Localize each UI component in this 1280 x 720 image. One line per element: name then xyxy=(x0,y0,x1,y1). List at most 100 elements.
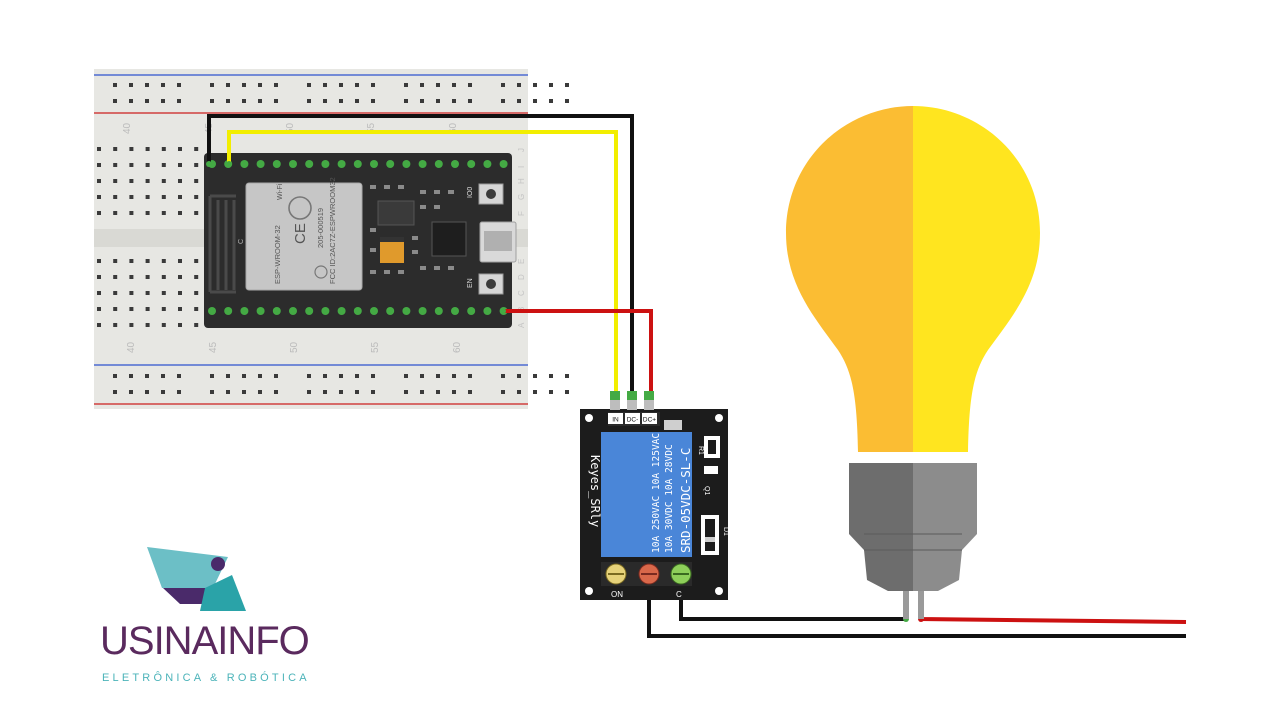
esp32-pin[interactable] xyxy=(272,307,281,315)
antenna-label: C xyxy=(238,239,245,244)
esp32-pin[interactable] xyxy=(451,160,459,168)
row-letter: E xyxy=(517,259,526,264)
relay-pin-dc-minus[interactable] xyxy=(627,391,637,400)
breadboard-hole xyxy=(161,374,165,378)
esp32-pin[interactable] xyxy=(305,307,314,315)
breadboard-hole xyxy=(194,307,199,311)
breadboard-hole xyxy=(307,390,311,394)
breadboard-hole xyxy=(145,83,149,87)
breadboard-hole xyxy=(549,374,553,378)
esp32-pin[interactable] xyxy=(224,307,233,315)
breadboard-hole xyxy=(161,259,166,263)
bulb-glass-left xyxy=(786,106,913,452)
boot-button-cap[interactable] xyxy=(486,189,496,199)
col-number: 50 xyxy=(289,341,300,353)
esp32-pin[interactable] xyxy=(402,160,411,168)
esp32-pin[interactable] xyxy=(256,307,265,315)
breadboard-hole xyxy=(161,323,166,327)
esp32-pin[interactable] xyxy=(321,160,330,168)
esp32-pin[interactable] xyxy=(353,160,362,168)
esp32-pin[interactable] xyxy=(467,307,476,315)
breadboard-hole xyxy=(145,390,149,394)
esp32-pin[interactable] xyxy=(418,160,427,168)
esp32-pin[interactable] xyxy=(451,307,459,315)
esp32-pin[interactable] xyxy=(499,160,508,168)
breadboard-hole xyxy=(452,390,456,394)
esp32-pin[interactable] xyxy=(370,307,378,315)
esp32-pin[interactable] xyxy=(321,307,330,315)
esp32-pin[interactable] xyxy=(434,307,443,315)
esp32-pin[interactable] xyxy=(434,160,443,168)
usb-uart-chip xyxy=(431,221,467,257)
esp32-pin[interactable] xyxy=(370,160,378,168)
esp32-pin[interactable] xyxy=(272,160,281,168)
breadboard-hole xyxy=(533,83,537,87)
breadboard-hole xyxy=(97,307,101,311)
breadboard-hole xyxy=(274,390,278,394)
breadboard-hole xyxy=(355,83,359,87)
wire-gnd-black xyxy=(207,114,634,394)
esp32-pin[interactable] xyxy=(305,160,314,168)
relay-pin-dc-plus[interactable] xyxy=(644,391,654,400)
breadboard-column-numbers-bottom: 40 45 50 55 60 xyxy=(126,341,463,353)
logo-dot xyxy=(211,557,225,571)
breadboard-hole xyxy=(113,323,118,327)
esp32-pin[interactable] xyxy=(467,160,476,168)
breadboard-hole xyxy=(145,374,149,378)
wire-joint xyxy=(226,161,232,167)
breadboard-hole xyxy=(113,374,117,378)
breadboard-hole xyxy=(549,83,553,87)
breadboard-hole xyxy=(161,163,166,167)
terminal-on-label: ON xyxy=(611,590,623,599)
esp32-pin[interactable] xyxy=(386,160,395,168)
breadboard-hole xyxy=(145,99,149,103)
esp32-pin[interactable] xyxy=(289,307,297,315)
esp32-pin[interactable] xyxy=(483,307,492,315)
esp32-pin[interactable] xyxy=(337,307,346,315)
esp32-pin[interactable] xyxy=(208,307,216,315)
brand-name: USINAINFO xyxy=(100,619,310,663)
breadboard-hole xyxy=(323,390,327,394)
breadboard-holes xyxy=(97,83,569,394)
breadboard-hole xyxy=(129,211,134,215)
breadboard-hole xyxy=(178,195,182,199)
breadboard-hole xyxy=(355,374,359,378)
breadboard-hole xyxy=(420,99,424,103)
breadboard-hole xyxy=(307,83,311,87)
breadboard-hole xyxy=(210,390,214,394)
breadboard-hole xyxy=(113,99,117,103)
breadboard-hole xyxy=(194,195,199,199)
branding: USINAINFO ELETRÔNICA & ROBÓTICA xyxy=(100,545,330,695)
breadboard-hole xyxy=(145,291,150,295)
breadboard-hole xyxy=(129,163,134,167)
breadboard-hole xyxy=(97,259,101,263)
row-letter: F xyxy=(517,211,526,216)
bulb-lead-right xyxy=(918,591,924,619)
esp32-pin[interactable] xyxy=(240,160,249,168)
breadboard-hole xyxy=(533,390,537,394)
relay-rating-dc: 10A 30VDC 10A 28VDC xyxy=(664,444,675,553)
esp32-pin[interactable] xyxy=(483,160,492,168)
row-letter: C xyxy=(517,290,526,296)
esp32-pin[interactable] xyxy=(240,307,249,315)
breadboard-hole xyxy=(178,147,182,151)
breadboard-hole xyxy=(194,211,199,215)
breadboard-hole xyxy=(565,374,569,378)
wroom-module-shield xyxy=(245,182,363,291)
breadboard-hole xyxy=(404,390,408,394)
esp32-pin[interactable] xyxy=(386,307,395,315)
reset-button-cap[interactable] xyxy=(486,279,496,289)
breadboard-hole xyxy=(501,390,505,394)
esp32-pin[interactable] xyxy=(256,160,265,168)
breadboard-hole xyxy=(113,163,118,167)
relay-pin-in[interactable] xyxy=(610,391,620,400)
ce-mark: CE xyxy=(292,223,309,244)
esp32-pin[interactable] xyxy=(353,307,362,315)
breadboard-hole xyxy=(161,147,166,151)
esp32-pin[interactable] xyxy=(418,307,427,315)
esp32-pin[interactable] xyxy=(289,160,297,168)
esp32-pin[interactable] xyxy=(337,160,346,168)
breadboard-hole xyxy=(161,390,165,394)
esp32-pin[interactable] xyxy=(402,307,411,315)
breadboard-hole xyxy=(161,179,166,183)
